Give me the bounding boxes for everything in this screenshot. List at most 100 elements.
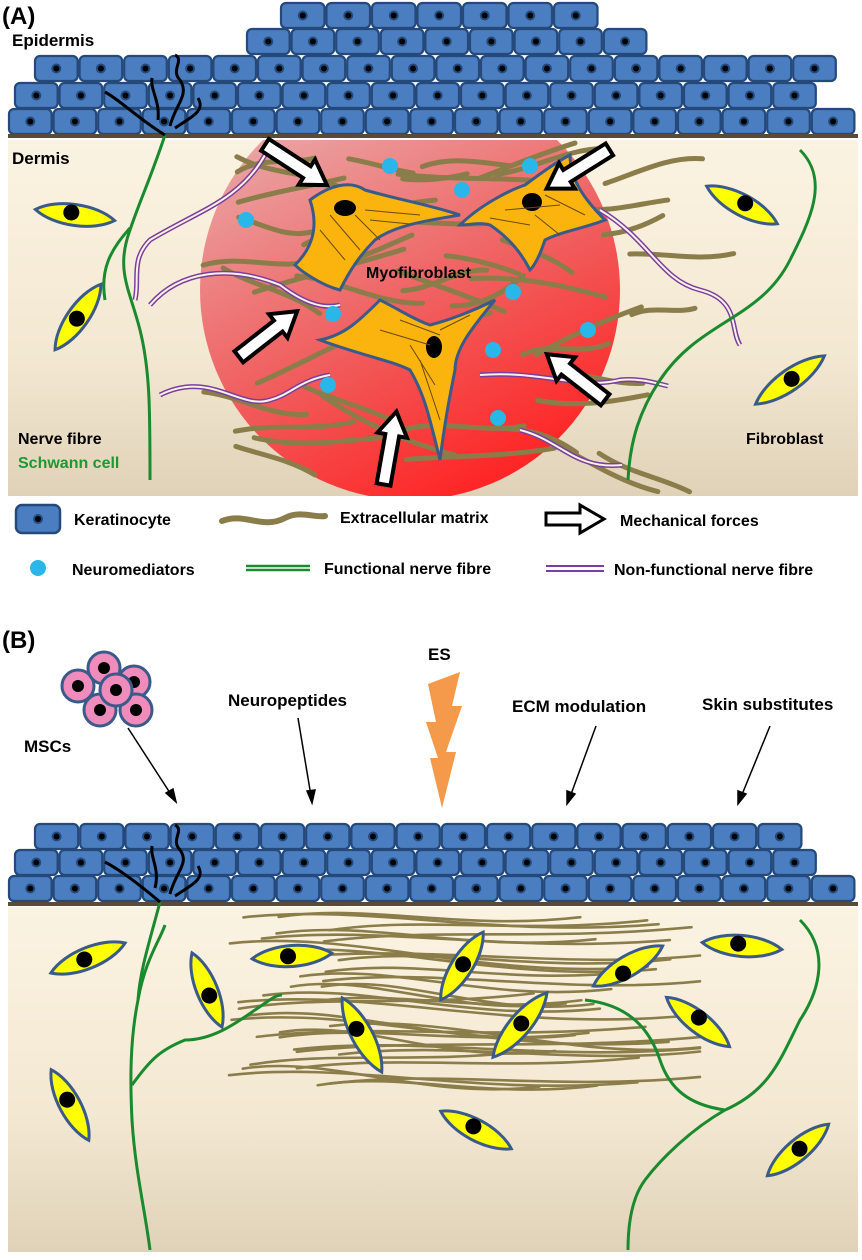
ecm-fibre	[201, 389, 310, 418]
ecm-fibre	[233, 443, 318, 478]
neuromediator	[320, 377, 336, 393]
keratinocyte	[593, 848, 639, 877]
keratinocyte	[569, 54, 614, 83]
functional-nerve-fibres-a	[102, 134, 817, 481]
keratinocyte	[498, 874, 544, 903]
ecm-fibre	[260, 933, 672, 946]
myofibroblast	[314, 298, 497, 461]
keratinocyte	[507, 1, 554, 30]
keratinocyte	[504, 848, 550, 877]
ecm-fibre	[295, 1035, 702, 1054]
keratinocyte	[370, 81, 416, 110]
keratinocyte	[549, 81, 594, 110]
ecm-fibre	[627, 251, 737, 260]
keratinocyte	[498, 107, 544, 136]
keratinocyte	[279, 1, 326, 30]
keratinocyte	[245, 27, 291, 56]
keratinocyte	[236, 848, 282, 877]
hollow-arrow-icon	[543, 351, 613, 409]
keratinocyte	[531, 822, 577, 851]
ecm-fibre	[295, 1056, 641, 1070]
keratinocyte	[666, 822, 713, 851]
ecm-fibre	[237, 998, 678, 1021]
keratinocyte	[459, 848, 505, 877]
fibroblasts-a	[32, 184, 827, 406]
keratinocyte	[141, 107, 187, 136]
keratinocyte	[682, 81, 728, 110]
fibroblast	[699, 933, 785, 959]
ecm-fibre	[535, 392, 651, 407]
ecm-fibre	[346, 156, 416, 176]
keratinocyte	[169, 822, 215, 851]
keratinocyte	[792, 54, 837, 83]
ecm-fibre	[493, 146, 606, 178]
fibroblast-label: Fibroblast	[746, 431, 824, 448]
keratinocyte	[370, 1, 417, 30]
hollow-arrow-icon	[258, 136, 331, 188]
ecm-fibre	[600, 213, 666, 238]
keratinocyte	[103, 848, 148, 877]
keratinocyte	[79, 822, 125, 851]
fibroblast	[340, 995, 384, 1075]
ecm-fibre	[596, 450, 693, 495]
mscs-label: MSCs	[24, 737, 71, 756]
keratinocyte	[275, 107, 321, 136]
ecm-fibre	[251, 435, 383, 446]
keratinocyte	[281, 848, 327, 877]
ecm-fibre	[468, 275, 609, 300]
keratinocyte	[638, 81, 684, 110]
legend-mechanical-forces: Mechanical forces	[544, 502, 759, 536]
epidermis-b	[7, 822, 856, 903]
keratinocyte	[711, 822, 758, 851]
keratinocyte	[212, 54, 258, 83]
fibroblast	[753, 354, 827, 406]
keratinocyte	[230, 107, 276, 136]
fibroblasts-b	[48, 929, 831, 1178]
functional-nerve-fibres-b	[129, 901, 821, 1251]
legend-non-functional-nerve-fibre: Non-functional nerve fibre	[546, 562, 813, 579]
basement-membrane-b	[8, 902, 858, 906]
keratinocyte	[468, 27, 514, 56]
neuromediator	[485, 342, 501, 358]
keratinocyte	[167, 54, 213, 83]
keratinocyte	[33, 822, 80, 851]
keratinocyte	[593, 81, 639, 110]
fibroblast	[249, 943, 335, 969]
ecm-fibre	[403, 445, 557, 462]
ecm-fibre	[235, 175, 347, 205]
panel-b-label: (B)	[2, 627, 35, 654]
fibroblast	[53, 282, 103, 352]
keratinocyte	[33, 54, 79, 83]
fibroblast	[704, 184, 780, 226]
legend-mechanical-forces-label: Mechanical forces	[620, 513, 759, 530]
keratinocyte	[186, 107, 232, 136]
ecm-fibre	[242, 912, 660, 929]
arrow-down-icon	[127, 727, 178, 805]
keratinocyte	[621, 822, 667, 851]
fibroblast	[591, 944, 665, 988]
keratinocyte	[124, 822, 170, 851]
legend-non-functional-nerve-label: Non-functional nerve fibre	[614, 562, 813, 579]
keratinocyte	[576, 822, 622, 851]
keratinocyte	[702, 54, 748, 83]
keratinocyte	[58, 848, 104, 877]
keratinocyte	[364, 107, 410, 136]
keratinocyte	[757, 822, 803, 851]
keratinocyte	[479, 54, 525, 83]
msc-cell	[98, 672, 134, 708]
ecm-fibre	[322, 925, 693, 943]
neuropeptides-label: Neuropeptides	[228, 691, 347, 710]
keratinocyte	[721, 874, 767, 903]
keratinocyte	[281, 81, 327, 110]
keratinocyte	[236, 81, 282, 110]
keratinocyte	[58, 81, 104, 110]
keratinocyte	[810, 874, 856, 903]
keratinocyte	[290, 27, 336, 56]
dermis-label: Dermis	[12, 149, 70, 168]
ecm-fibre	[232, 419, 357, 434]
keratinocyte	[727, 81, 773, 110]
keratinocyte	[326, 81, 371, 110]
keratinocyte	[7, 874, 53, 903]
keratinocyte	[549, 848, 594, 877]
myofibroblast-label: Myofibroblast	[366, 265, 472, 282]
